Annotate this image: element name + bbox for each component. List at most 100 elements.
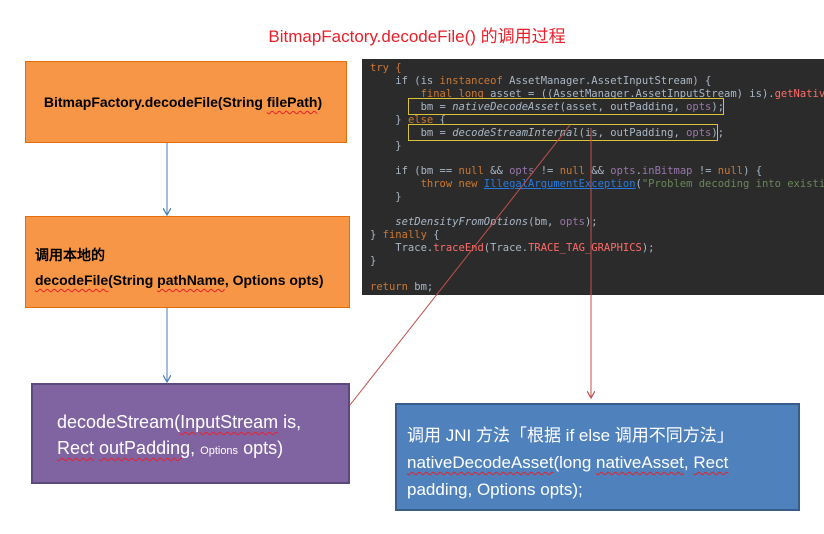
decodefile-text: BitmapFactory.decodeFile(String filePath… bbox=[44, 94, 322, 110]
code-token: bm = bbox=[370, 127, 453, 139]
code-token: Trace. bbox=[370, 242, 434, 254]
code-token: && bbox=[483, 165, 510, 177]
decodestream-inputstream: InputStream bbox=[180, 412, 279, 432]
jni-box: 调用 JNI 方法「根据 if else 调用不同方法」 nativeDecod… bbox=[395, 403, 800, 511]
native-decodefile-param: pathName bbox=[157, 272, 225, 288]
code-line: try { bbox=[370, 62, 402, 75]
code-token: ); bbox=[711, 101, 725, 113]
code-line: Trace.traceEnd(Trace.TRACE_TAG_GRAPHICS)… bbox=[370, 242, 655, 255]
highlight-native-decode-asset bbox=[408, 98, 724, 115]
code-token: (is, outPadding, bbox=[578, 127, 687, 139]
decodestream-outpadding: outPadding bbox=[99, 438, 191, 458]
code-token: "Problem decoding into existing bbox=[641, 178, 824, 190]
code-token: finally bbox=[382, 229, 427, 241]
code-line: } else { bbox=[370, 114, 446, 127]
code-token: } bbox=[370, 255, 377, 267]
jni-native-asset: nativeAsset bbox=[596, 453, 684, 472]
arrow-box3-to-code bbox=[349, 124, 571, 406]
code-snippet: try { if (is instanceof AssetManager.Ass… bbox=[362, 59, 824, 295]
code-token: { bbox=[433, 114, 446, 126]
code-try: try { bbox=[370, 62, 402, 74]
code-line: final long asset = ((AssetManager.AssetI… bbox=[370, 88, 824, 101]
code-line: setDensityFromOptions(bm, opts); bbox=[370, 216, 597, 229]
code-line: } finally { bbox=[370, 229, 440, 242]
jni-signature-line1: nativeDecodeAsset(long nativeAsset, Rect bbox=[407, 449, 792, 476]
code-line: } bbox=[370, 140, 402, 153]
code-token: } bbox=[370, 191, 402, 203]
code-token: opts bbox=[686, 127, 712, 139]
decodefile-close: ) bbox=[317, 94, 323, 110]
code-token: ( bbox=[635, 178, 642, 190]
decodestream-box: decodeStream(InputStream is, Rect outPad… bbox=[31, 383, 350, 484]
code-token: if (is bbox=[370, 75, 440, 87]
decodefile-box: BitmapFactory.decodeFile(String filePath… bbox=[25, 61, 347, 143]
code-token: TRACE_TAG_GRAPHICS bbox=[528, 242, 642, 254]
code-token: (Trace. bbox=[483, 242, 529, 254]
decodestream-is: is, bbox=[278, 412, 302, 432]
code-token: null bbox=[717, 165, 744, 177]
code-token: bm; bbox=[407, 281, 434, 293]
native-decodefile-type: (String bbox=[108, 272, 158, 288]
code-token: null bbox=[559, 165, 585, 177]
code-token: ) { bbox=[743, 165, 763, 177]
code-token: asset = ((AssetManager.AssetInputStream)… bbox=[483, 88, 775, 100]
code-line: if (bm == null && opts != null && opts.i… bbox=[370, 165, 762, 178]
code-token: bm = bbox=[370, 101, 453, 113]
native-decodefile-signature: decodeFile(String pathName, Options opts… bbox=[35, 268, 339, 293]
code-line: } bbox=[370, 191, 402, 204]
decodestream-paren: ( bbox=[174, 412, 181, 432]
decodestream-line1: decodeStream(InputStream is, bbox=[57, 409, 340, 435]
code-token: if (bm == bbox=[370, 165, 459, 177]
code-token: } bbox=[370, 114, 408, 126]
jni-method-name: nativeDecodeAsset bbox=[407, 453, 554, 472]
native-decodefile-name: decodeFile bbox=[35, 272, 109, 288]
code-token: opts bbox=[610, 165, 636, 177]
code-token: getNativeA bbox=[774, 88, 824, 100]
code-token: opts bbox=[686, 101, 712, 113]
jni-long-type: (long bbox=[553, 453, 597, 472]
code-token: { bbox=[426, 229, 440, 241]
code-token: (asset, outPadding, bbox=[559, 101, 687, 113]
code-token: opts bbox=[559, 216, 585, 228]
code-token: else bbox=[407, 114, 434, 126]
native-decodefile-rest: , Options opts) bbox=[224, 272, 324, 288]
code-token: return bbox=[370, 281, 408, 293]
jni-comma: , bbox=[683, 453, 694, 472]
code-token: ); bbox=[641, 242, 655, 254]
code-token: != bbox=[692, 165, 718, 177]
code-line: bm = nativeDecodeAsset(asset, outPadding… bbox=[370, 101, 724, 114]
code-token: final long bbox=[370, 88, 484, 100]
code-token: (bm, bbox=[528, 216, 560, 228]
code-token: inBitmap bbox=[641, 165, 693, 177]
code-token: } bbox=[370, 140, 402, 152]
code-token: nativeDecodeAsset bbox=[452, 101, 560, 113]
jni-call-label: 调用 JNI 方法「根据 if else 调用不同方法」 bbox=[407, 426, 734, 445]
decodefile-param: filePath bbox=[266, 94, 318, 110]
code-token: null bbox=[458, 165, 484, 177]
code-token: instanceof bbox=[439, 75, 503, 87]
decodestream-name: decodeStream bbox=[57, 412, 175, 432]
code-token: != bbox=[534, 165, 560, 177]
code-token: && bbox=[585, 165, 611, 177]
code-token: opts bbox=[509, 165, 535, 177]
code-token: throw new bbox=[370, 178, 484, 190]
page-title: BitmapFactory.decodeFile() 的调用过程 bbox=[268, 27, 566, 46]
code-token: setDensityFromOptions bbox=[395, 216, 529, 228]
code-token: decodeStreamInternal bbox=[452, 127, 579, 139]
jni-signature-line2: padding, Options opts); bbox=[407, 480, 583, 499]
code-line: bm = decodeStreamInternal(is, outPadding… bbox=[370, 127, 724, 140]
jni-rect: Rect bbox=[693, 453, 729, 472]
code-token: AssetManager.AssetInputStream) { bbox=[502, 75, 712, 87]
code-line: return bm; bbox=[370, 281, 433, 294]
native-call-label: 调用本地的 bbox=[35, 247, 105, 263]
decodestream-comma: , bbox=[190, 438, 201, 458]
decodestream-opts: opts) bbox=[238, 438, 284, 458]
code-token: . bbox=[635, 165, 642, 177]
code-line: } bbox=[370, 255, 376, 268]
decodestream-options: Options bbox=[200, 445, 239, 457]
highlight-decode-stream-internal bbox=[408, 124, 718, 141]
decodestream-rect: Rect bbox=[57, 438, 95, 458]
native-decodefile-box: 调用本地的 decodeFile(String pathName, Option… bbox=[25, 216, 350, 308]
decodestream-line2: Rect outPadding, Options opts) bbox=[57, 435, 340, 464]
